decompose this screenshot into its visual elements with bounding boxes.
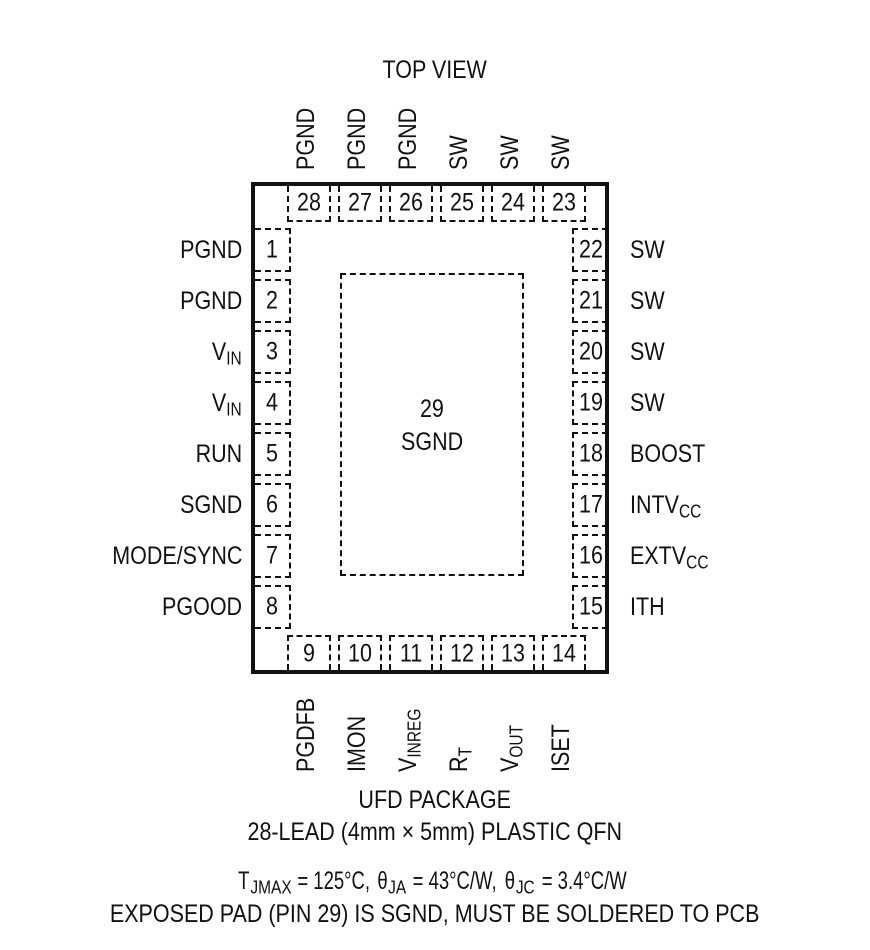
pin-15-pad: 15 [572, 585, 608, 629]
exposed-pad-note: EXPOSED PAD (PIN 29) IS SGND, MUST BE SO… [110, 900, 760, 928]
pin-4-label: VIN [212, 389, 242, 420]
pin-number: 28 [297, 188, 321, 217]
pin-4-pad: 4 [255, 381, 291, 425]
pin-16-label: EXTVCC [630, 542, 709, 573]
pin-number: 15 [579, 592, 603, 621]
pin-26-label: PGND [394, 107, 422, 170]
pin-5-pad: 5 [255, 432, 291, 476]
package-body [251, 182, 609, 674]
pin-number: 17 [579, 490, 603, 519]
pin-number: 14 [552, 639, 576, 667]
pin-number: 18 [579, 439, 603, 468]
pin-11-pad: 11 [389, 635, 433, 670]
pin-27-pad: 27 [338, 186, 382, 222]
pin-5-label: RUN [195, 440, 242, 468]
pin-8-label: PGOOD [161, 593, 242, 621]
pin-16-pad: 16 [572, 534, 608, 578]
pin-18-pad: 18 [572, 432, 608, 476]
pin-25-pad: 25 [440, 186, 484, 222]
exposed-pad [340, 273, 524, 576]
pin-number: 21 [579, 286, 603, 315]
pin-7-pad: 7 [255, 534, 291, 578]
pin-23-pad: 23 [542, 186, 586, 222]
pin-number: 25 [450, 188, 474, 217]
pin-12-pad: 12 [440, 635, 484, 670]
pin-15-label: ITH [630, 593, 665, 621]
pin-13-pad: 13 [491, 635, 535, 670]
pin-9-label: PGDFB [292, 697, 320, 772]
pin-2-label: PGND [179, 287, 242, 315]
pin-number: 12 [450, 639, 474, 667]
pin-12-label: RT [445, 747, 476, 772]
pin-3-pad: 3 [255, 330, 291, 374]
pin-number: 13 [501, 639, 525, 667]
pin-28-label: PGND [292, 107, 320, 170]
pin-number: 24 [501, 188, 525, 217]
pin-number: 9 [303, 639, 315, 667]
pin-number: 4 [266, 388, 278, 417]
view-title: TOP VIEW [382, 56, 488, 84]
pin-number: 10 [348, 639, 372, 667]
pin-1-pad: 1 [255, 228, 291, 272]
pin-24-label: SW [496, 135, 524, 170]
pin-number: 11 [399, 639, 423, 667]
pin-number: 22 [579, 235, 603, 264]
pin-number: 23 [552, 188, 576, 217]
package-description: 28-LEAD (4mm × 5mm) PLASTIC QFN [247, 818, 623, 846]
exposed-pad-number: 29 [420, 395, 444, 423]
pin-9-pad: 9 [287, 635, 331, 670]
package-name: UFD PACKAGE [358, 786, 512, 814]
pin-7-label: MODE/SYNC [111, 542, 242, 570]
pin-17-pad: 17 [572, 483, 608, 527]
pin-number: 8 [266, 592, 278, 621]
pin-number: 3 [266, 337, 278, 366]
thermal-specs: TJMAX = 125°C, θJA = 43°C/W, θJC = 3.4°C… [237, 867, 627, 898]
pin-number: 6 [266, 490, 278, 519]
pin-3-label: VIN [212, 338, 242, 369]
pin-10-pad: 10 [338, 635, 382, 670]
pin-13-label: VOUT [496, 724, 527, 772]
pin-number: 20 [579, 337, 603, 366]
pin-20-pad: 20 [572, 330, 608, 374]
pin-8-pad: 8 [255, 585, 291, 629]
pin-number: 2 [266, 286, 278, 315]
pin-23-label: SW [547, 135, 575, 170]
pin-18-label: BOOST [630, 440, 706, 468]
pin-11-label: VINREG [394, 708, 425, 772]
pin-20-label: SW [630, 338, 665, 366]
pin-number: 16 [579, 541, 603, 570]
pin-number: 26 [399, 188, 423, 217]
pin-6-label: SGND [179, 491, 242, 519]
pin-22-pad: 22 [572, 228, 608, 272]
pin-22-label: SW [630, 236, 665, 264]
pin-25-label: SW [445, 135, 473, 170]
pin-number: 19 [579, 388, 603, 417]
pin-21-label: SW [630, 287, 665, 315]
pin-27-label: PGND [343, 107, 371, 170]
pin-19-label: SW [630, 389, 665, 417]
exposed-pad-name: SGND [400, 428, 464, 456]
pin-26-pad: 26 [389, 186, 433, 222]
pin-number: 5 [266, 439, 278, 468]
pin-14-label: ISET [547, 724, 575, 772]
pin-2-pad: 2 [255, 279, 291, 323]
pin-6-pad: 6 [255, 483, 291, 527]
pin-number: 7 [266, 541, 278, 570]
pin-19-pad: 19 [572, 381, 608, 425]
pin-21-pad: 21 [572, 279, 608, 323]
pin-number: 27 [348, 188, 372, 217]
pin-number: 1 [266, 235, 278, 264]
pin-17-label: INTVCC [630, 491, 702, 522]
pin-1-label: PGND [179, 236, 242, 264]
pin-10-label: IMON [343, 715, 371, 772]
pin-24-pad: 24 [491, 186, 535, 222]
pin-28-pad: 28 [287, 186, 331, 222]
pin-14-pad: 14 [542, 635, 586, 670]
